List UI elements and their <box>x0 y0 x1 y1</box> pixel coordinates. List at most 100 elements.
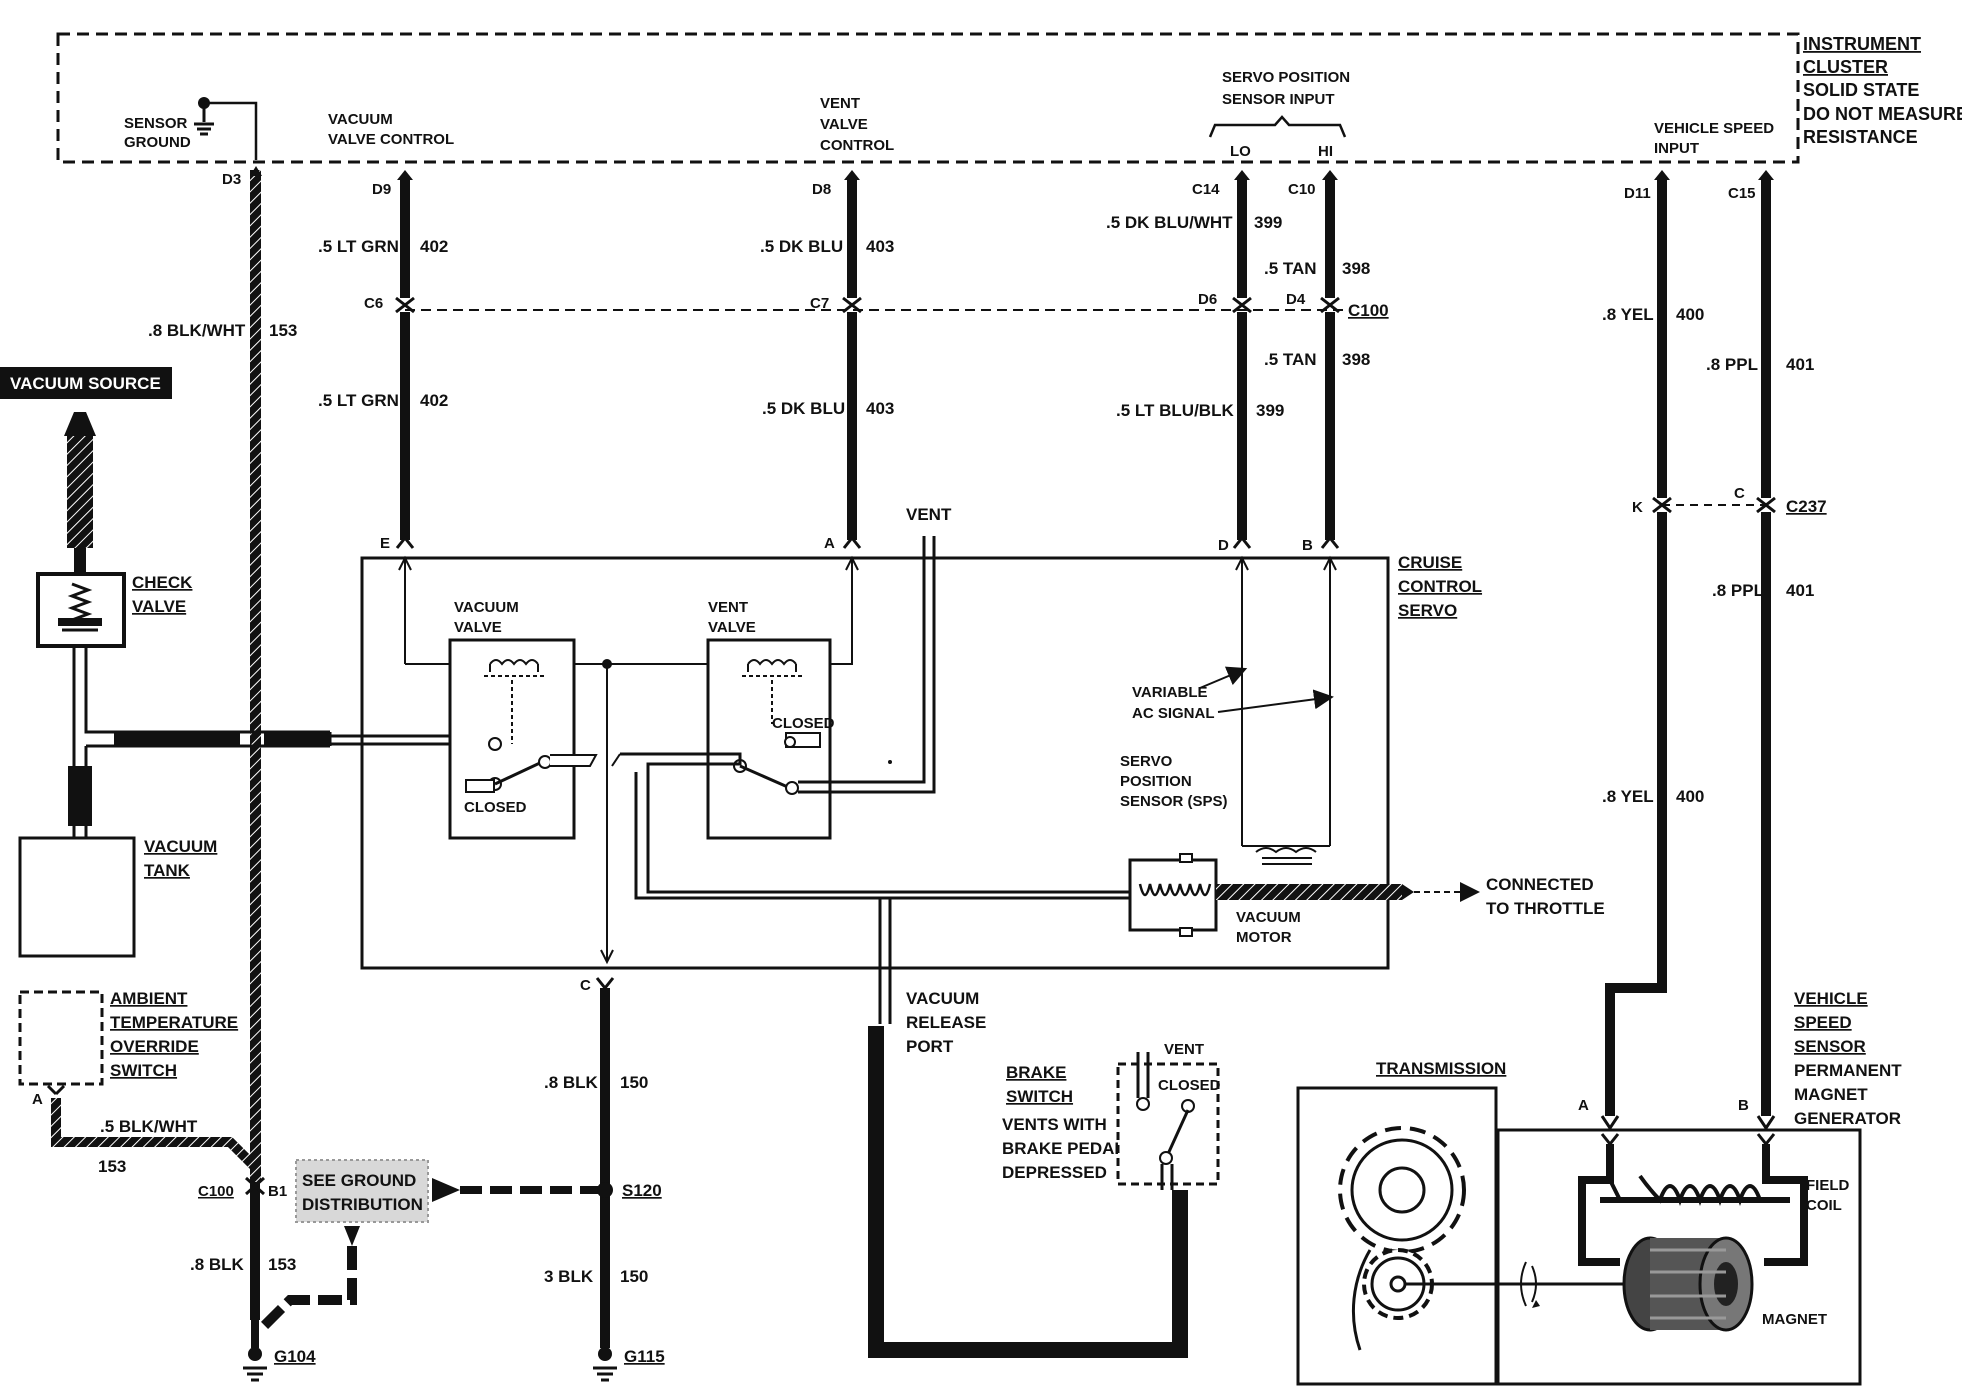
pin-servo-c: C <box>580 977 591 994</box>
wire-401-gauge-bottom: .8 PPL <box>1712 581 1764 600</box>
wire-150-number-bottom: 150 <box>620 1267 648 1286</box>
vss-label-1: VEHICLE <box>1794 989 1868 1008</box>
cluster-line-4: DO NOT MEASURE <box>1803 104 1962 124</box>
variable-ac-label-2: AC SIGNAL <box>1132 705 1215 722</box>
wire-403-gauge-top: .5 DK BLU <box>760 237 843 256</box>
wire-399-number-bottom: 399 <box>1256 401 1284 420</box>
vacuum-motor <box>1128 853 1480 937</box>
vehicle-speed-input-label-2: INPUT <box>1654 140 1699 157</box>
pin-a: A <box>824 535 835 552</box>
vss-label-5: MAGNET <box>1794 1085 1868 1104</box>
lo-label: LO <box>1230 143 1251 160</box>
see-ground-label-1: SEE GROUND <box>302 1171 416 1190</box>
vacuum-valve-label-2: VALVE <box>454 619 502 636</box>
vent-valve-label-1: VENT <box>708 599 748 616</box>
c100-b1-connector <box>245 1176 265 1196</box>
wire-402-number-top: 402 <box>420 237 448 256</box>
cruise-control-servo-box <box>360 556 1390 970</box>
vacuum-valve-label-1: VACUUM <box>454 599 519 616</box>
wire-399-number-top: 399 <box>1254 213 1282 232</box>
instrument-cluster-label: INSTRUMENT CLUSTER SOLID STATE DO NOT ME… <box>1803 34 1962 147</box>
closed-label-vent: CLOSED <box>772 715 835 732</box>
brake-switch <box>1116 1052 1220 1190</box>
vss-label-3: SENSOR <box>1794 1037 1866 1056</box>
vent-label: VENT <box>906 505 952 524</box>
vacuum-motor-label-1: VACUUM <box>1236 909 1301 926</box>
wire-153 <box>46 166 262 1320</box>
brake-switch-label-1: BRAKE <box>1006 1063 1066 1082</box>
servo-position-input-label-2: SENSOR INPUT <box>1222 91 1335 108</box>
vacuum-release-label-2: RELEASE <box>906 1013 986 1032</box>
vacuum-valve <box>448 638 598 840</box>
wire-398-gauge-bottom: .5 TAN <box>1264 350 1317 369</box>
vent-valve-label-2: VALVE <box>708 619 756 636</box>
sensor-ground-label-1: SENSOR <box>124 115 188 132</box>
pin-e: E <box>380 535 390 552</box>
ground-distribution-link <box>258 1178 600 1332</box>
vacuum-release-label-1: VACUUM <box>906 989 979 1008</box>
wire-150-gauge-top: .8 BLK <box>544 1073 599 1092</box>
vent-valve-control-label-1: VENT <box>820 95 860 112</box>
vss-magnet <box>1405 1236 1754 1332</box>
wire-150 <box>593 977 617 1382</box>
pin-c: C <box>1734 485 1745 502</box>
pin-d4: D4 <box>1286 291 1306 308</box>
variable-ac-label-1: VARIABLE <box>1132 684 1208 701</box>
check-valve-label-2: VALVE <box>132 597 186 616</box>
ground-g115-label: G115 <box>624 1347 665 1366</box>
pin-d6: D6 <box>1198 291 1217 308</box>
vss-pickups <box>1578 1133 1808 1266</box>
wire-398 <box>1320 170 1340 549</box>
vacuum-motor-label-2: MOTOR <box>1236 929 1292 946</box>
wire-401-number-bottom: 401 <box>1786 581 1814 600</box>
vacuum-source-box <box>0 367 172 399</box>
brake-closed-label: CLOSED <box>1158 1077 1221 1094</box>
transmission-title: TRANSMISSION <box>1376 1059 1506 1078</box>
vacuum-tank <box>18 836 136 958</box>
pin-c6: C6 <box>364 295 383 312</box>
servo-input-brace <box>1208 115 1347 138</box>
field-coil-label-2: COIL <box>1806 1197 1842 1214</box>
vacuum-release-hose <box>868 898 1188 1358</box>
ground-g104-label: G104 <box>274 1347 316 1366</box>
vss-label-6: GENERATOR <box>1794 1109 1901 1128</box>
wire-402-gauge-bottom: .5 LT GRN <box>318 391 399 410</box>
vacuum-tank-label-2: TANK <box>144 861 191 880</box>
servo-position-input-label-1: SERVO POSITION <box>1222 69 1350 86</box>
vacuum-valve-control-label-1: VACUUM <box>328 111 393 128</box>
sps-label-2: POSITION <box>1120 773 1192 790</box>
wire-401 <box>1756 170 1776 1131</box>
wire-153-amb-number: 153 <box>98 1157 126 1176</box>
vss-label-2: SPEED <box>1794 1013 1852 1032</box>
ground-g104-symbol <box>243 1320 267 1382</box>
ambient-switch-label-4: SWITCH <box>110 1061 177 1080</box>
ambient-temperature-switch <box>18 990 104 1086</box>
cluster-line-2: CLUSTER <box>1803 57 1888 77</box>
vent-valve-control-label-2: VALVE <box>820 116 868 133</box>
connected-throttle-label-1: CONNECTED <box>1486 875 1594 894</box>
wire-401-gauge-top: .8 PPL <box>1706 355 1758 374</box>
pin-c15: C15 <box>1728 185 1756 202</box>
wire-399-gauge-top: .5 DK BLU/WHT <box>1106 213 1233 232</box>
wire-403-number-top: 403 <box>866 237 894 256</box>
ambient-switch-label-1: AMBIENT <box>110 989 188 1008</box>
cluster-line-5: RESISTANCE <box>1803 127 1918 147</box>
wire-150-number-top: 150 <box>620 1073 648 1092</box>
sensor-ground-symbol <box>194 97 258 160</box>
pin-b1: B1 <box>268 1183 287 1200</box>
pin-c14: C14 <box>1192 181 1220 198</box>
vacuum-lines-left <box>68 646 490 838</box>
pin-d3: D3 <box>222 171 241 188</box>
wire-399 <box>1232 170 1252 549</box>
sensor-ground-label-2: GROUND <box>124 134 191 151</box>
vss-label-4: PERMANENT <box>1794 1061 1902 1080</box>
vent-valve <box>611 536 1130 900</box>
variable-ac-arrows <box>1199 666 1334 713</box>
wire-400-gauge-top: .8 YEL <box>1602 305 1654 324</box>
brake-desc-line-3: DEPRESSED <box>1002 1163 1107 1182</box>
pin-vss-a: A <box>1578 1097 1589 1114</box>
sps-label-3: SENSOR (SPS) <box>1120 793 1228 810</box>
ambient-switch-label-3: OVERRIDE <box>110 1037 199 1056</box>
